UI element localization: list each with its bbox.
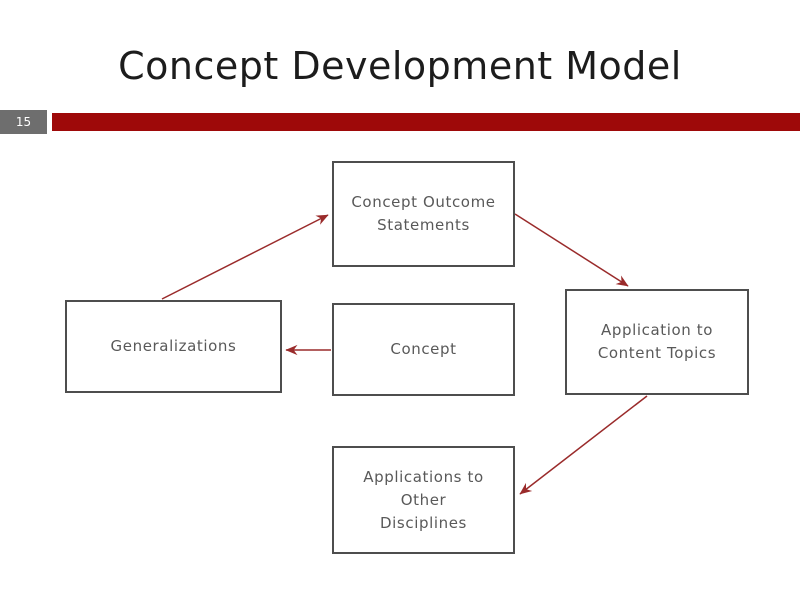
node-label-line: Generalizations <box>110 337 237 355</box>
node-label-line: Content Topics <box>597 344 717 362</box>
slide-number-badge: 15 <box>0 110 47 134</box>
node-label-line: Applications to <box>363 467 484 486</box>
arrow-concept-outcome-to-application <box>514 213 629 287</box>
node-generalizations: Generalizations <box>65 300 282 393</box>
node-concept: Concept <box>332 303 515 396</box>
arrow-application-to-applications-other <box>519 395 648 495</box>
node-application-content: Application to Content Topics <box>565 289 749 395</box>
node-label-line: Statements <box>377 216 470 234</box>
node-concept-outcome: Concept Outcome Statements <box>332 161 515 267</box>
node-label-line: Disciplines <box>380 513 467 532</box>
node-label-line: Concept <box>390 340 457 358</box>
arrow-generalizations-to-concept-outcome <box>161 214 329 300</box>
accent-bar <box>52 113 800 131</box>
node-applications-other: Applications to Other Disciplines <box>332 446 515 554</box>
page-title: Concept Development Model <box>118 44 682 88</box>
node-label-line: Other <box>400 490 447 509</box>
node-label-line: Application to <box>600 321 714 339</box>
node-label-line: Concept Outcome <box>351 193 496 211</box>
